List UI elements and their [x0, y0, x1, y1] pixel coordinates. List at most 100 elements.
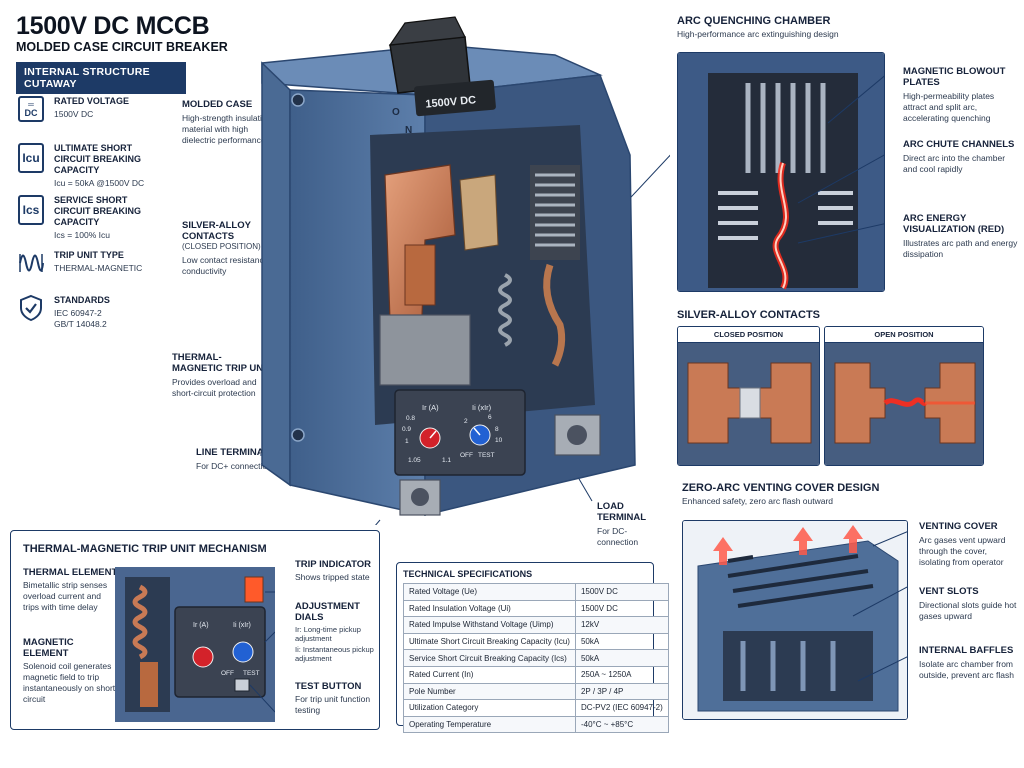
page-subtitle: MOLDED CASE CIRCUIT BREAKER	[16, 40, 228, 54]
trip-label-dials: ADJUSTMENT DIALS Ir: Long-time pickup ad…	[295, 601, 379, 663]
case-left-wall	[261, 61, 291, 487]
spec-param-cell: Rated Insulation Voltage (Ui)	[403, 599, 576, 618]
dial-tick: 0.8	[406, 415, 415, 422]
contacts-closed-illustration	[678, 343, 819, 465]
open-position-label: OPEN POSITION	[825, 327, 983, 343]
callout-title: MAGNETIC ELEMENT	[23, 637, 74, 659]
callout-title: VENT SLOTS	[919, 586, 979, 597]
spec-title: TRIP UNIT TYPE	[54, 250, 124, 260]
dial-tick: 8	[495, 426, 499, 433]
shield-check-icon	[18, 294, 44, 322]
tech-specs-panel: TECHNICAL SPECIFICATIONS Rated Voltage (…	[396, 562, 669, 734]
spec-title: ULTIMATE SHORT CIRCUIT BREAKING CAPACITY	[54, 143, 141, 175]
callout-load-terminal: LOAD TERMINAL For DC- connection	[597, 501, 667, 548]
mech-dial-ii-label: Ii (xIr)	[233, 622, 251, 629]
vent-label-cover: VENTING COVER Arc gases vent upward thro…	[919, 521, 1019, 568]
trip-mech-illustration: Ir (A) Ii (xIr) OFF TEST	[115, 567, 275, 722]
section-banner: INTERNAL STRUCTURE CUTAWAY	[16, 62, 186, 94]
venting-illustration	[683, 521, 907, 719]
table-row: Rated Voltage (Ue)1500V DC	[403, 583, 669, 601]
test-button	[234, 678, 250, 692]
arc-label-energy: ARC ENERGY VISUALIZATION (RED) Illustrat…	[903, 213, 1018, 260]
spec-item: TRIP UNIT TYPE THERMAL-MAGNETIC	[18, 250, 158, 295]
contacts-closed-panel: CLOSED POSITION	[677, 326, 820, 466]
callout-text: For DC- connection	[597, 526, 639, 547]
callout-text: Provides overload and short-circuit prot…	[172, 377, 257, 398]
callout-text: For DC+ connection	[196, 461, 272, 471]
dial-ii-label: Ii (xIr)	[472, 403, 492, 412]
panel-subtitle: Enhanced safety, zero arc flash outward	[682, 496, 834, 506]
callout-text: Direct arc into the chamber and cool rap…	[903, 153, 1006, 174]
callout-title: LOAD TERMINAL	[597, 501, 647, 523]
vent-label-baffles: INTERNAL BAFFLES Isolate arc chamber fro…	[919, 645, 1019, 681]
icu-icon: Icu	[18, 143, 44, 173]
contacts-open-illustration	[825, 343, 983, 465]
callout-title: ARC ENERGY VISUALIZATION (RED)	[903, 213, 1005, 235]
copper-contacts	[384, 164, 499, 321]
table-row: Service Short Circuit Breaking Capacity …	[403, 649, 669, 667]
callout-title: SILVER-ALLOY CONTACTS	[182, 220, 251, 242]
callout-title: LINE TERMINAL	[196, 447, 270, 458]
mech-dial-ii	[232, 641, 254, 663]
spec-value-cell: 12kV	[574, 616, 669, 634]
arc-chamber-panel	[677, 52, 885, 292]
callout-text: For trip unit function testing	[295, 694, 371, 715]
dial-tick: 1.1	[442, 457, 451, 464]
venting-heading: ZERO-ARC VENTING COVER DESIGN Enhanced s…	[682, 482, 879, 506]
dial-tick: 10	[495, 437, 503, 444]
trip-label-thermal: THERMAL ELEMENT Bimetallic strip senses …	[23, 567, 118, 613]
handle-label: 1500V DC	[425, 94, 477, 110]
spec-param-cell: Rated Current (In)	[403, 665, 576, 684]
callout-title: INTERNAL BAFFLES	[919, 645, 1014, 656]
table-row: Rated Impulse Withstand Voltage (Uimp)12…	[403, 616, 669, 634]
callout-text: Arc gases vent upward through the cover,…	[919, 535, 1006, 567]
spec-param-cell: Utilization Category	[403, 699, 576, 717]
spec-value-cell: DC-PV2 (IEC 60947-2)	[574, 699, 669, 717]
dial-tick: 1.05	[408, 457, 421, 464]
spec-param-cell: Ultimate Short Circuit Breaking Capacity…	[403, 632, 576, 651]
table-row: Operating Temperature-40°C ~ +85°C	[403, 715, 669, 734]
spec-value: Icu = 50kA @1500V DC	[54, 178, 145, 188]
spec-value-cell: 1500V DC	[574, 583, 669, 601]
mark-o: O	[392, 107, 400, 118]
mech-off-label: OFF	[221, 670, 234, 677]
callout-title: ADJUSTMENT DIALS	[295, 601, 360, 623]
spec-value-cell: 250A ~ 1250A	[574, 665, 669, 684]
spec-value: THERMAL-MAGNETIC	[54, 263, 143, 273]
table-row: Rated Current (In)250A ~ 1250A	[403, 665, 669, 684]
callout-text: Low contact resistance, high conductivit…	[182, 255, 290, 276]
callout-title: MAGNETIC BLOWOUT PLATES	[903, 66, 1006, 88]
spec-item: Ics SERVICE SHORT CIRCUIT BREAKING CAPAC…	[18, 195, 158, 250]
callout-title: ARC CHUTE CHANNELS	[903, 139, 1015, 150]
dial-tick: 0.9	[402, 426, 411, 433]
page-title: 1500V DC MCCB	[16, 12, 210, 40]
panel-title: ARC QUENCHING CHAMBER	[677, 15, 831, 27]
trip-label-indicator: TRIP INDICATOR Shows tripped state	[295, 559, 375, 583]
trip-label-magnetic: MAGNETIC ELEMENT Solenoid coil generates…	[23, 637, 118, 705]
spec-title: SERVICE SHORT CIRCUIT BREAKING CAPACITY	[54, 195, 141, 227]
callout-contacts: SILVER-ALLOY CONTACTS (CLOSED POSITION) …	[182, 220, 292, 277]
dial-panel	[394, 389, 526, 476]
panel-title: ZERO-ARC VENTING COVER DESIGN	[682, 482, 880, 494]
spring	[498, 273, 512, 347]
mech-dial-ir	[192, 646, 214, 668]
callout-title: MOLDED CASE	[182, 99, 253, 110]
contacts-open-panel: OPEN POSITION	[824, 326, 984, 466]
callout-text: Bimetallic strip senses overload current…	[23, 580, 108, 612]
spec-value-2: GB/T 14048.2	[54, 319, 107, 329]
callout-text: Illustrates arc path and energy dissipat…	[903, 238, 1018, 259]
spec-item: Icu ULTIMATE SHORT CIRCUIT BREAKING CAPA…	[18, 143, 158, 195]
dc-icon: ═DC	[18, 96, 44, 122]
arc-chute-plates	[530, 165, 580, 260]
spec-value-cell: 1500V DC	[574, 599, 669, 618]
callout-title: THERMAL-MAGNETIC TRIP UNIT	[172, 352, 272, 374]
tech-specs-title: TECHNICAL SPECIFICATIONS	[403, 569, 533, 579]
table-row: Ultimate Short Circuit Breaking Capacity…	[403, 632, 669, 651]
table-row: Rated Insulation Voltage (Ui)1500V DC	[403, 599, 669, 618]
callout-line-terminal: LINE TERMINAL For DC+ connection	[196, 447, 276, 472]
braided-wire	[543, 263, 566, 367]
spec-value: 1500V DC	[54, 109, 94, 119]
callout-text: Directional slots guide hot gases upward	[919, 600, 1017, 621]
spec-title: STANDARDS	[54, 295, 110, 305]
